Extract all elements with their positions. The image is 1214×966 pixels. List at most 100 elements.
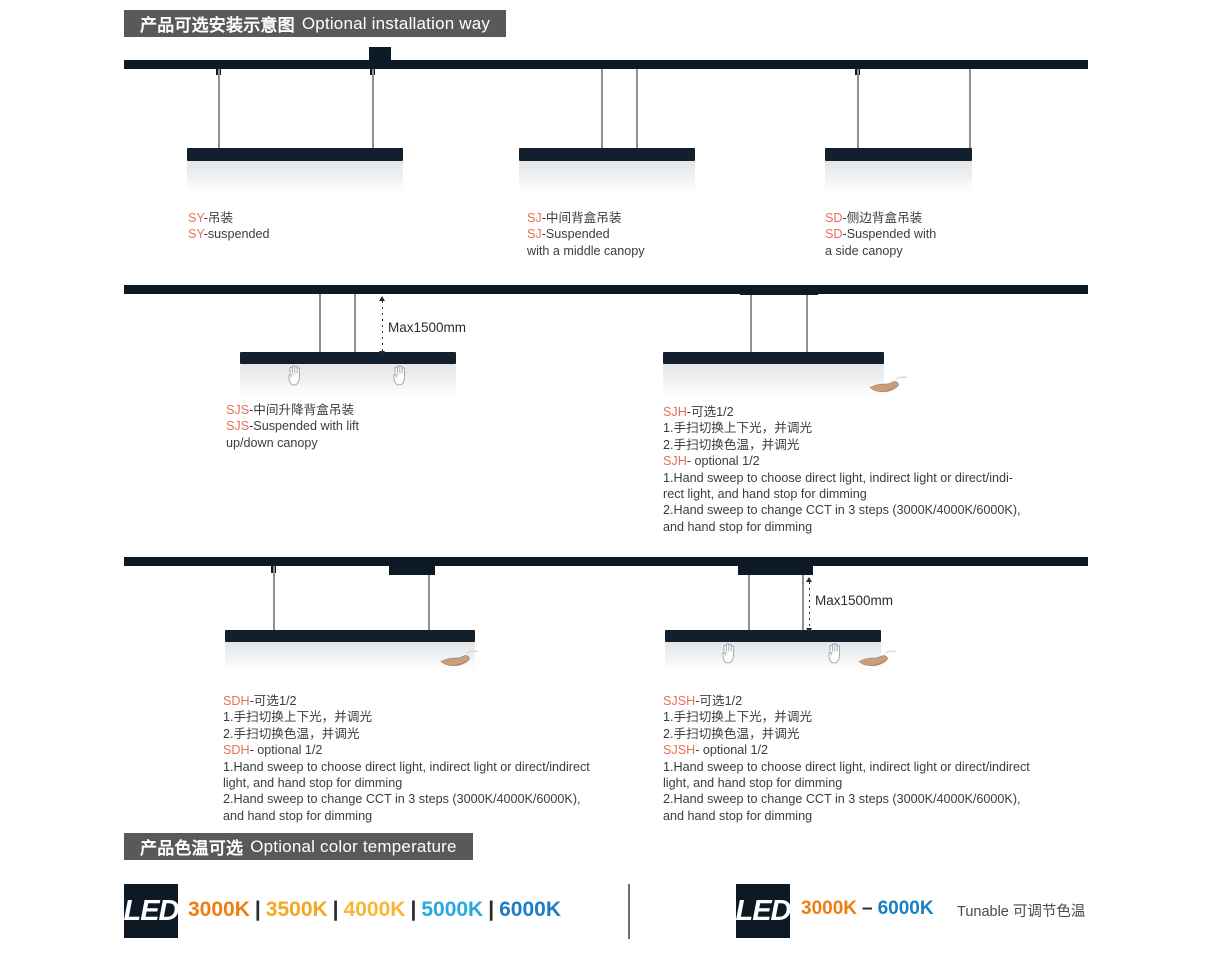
light-beam-sd <box>825 161 972 195</box>
caption-sjh-rest-0: -可选1/2 <box>686 405 734 419</box>
cable-sjsh-left <box>748 575 750 630</box>
caption-sjsh-code-0: SJSH <box>663 694 696 708</box>
light-beam-sdh <box>225 642 475 672</box>
dimension-label-sjsh: Max1500mm <box>815 593 894 608</box>
caption-sjs: SJS-中间升降背盒吊装 SJS-Suspended with lift up/… <box>226 402 359 451</box>
light-beam-sj <box>519 161 695 195</box>
dimension-arrow-down-sjs <box>379 351 385 356</box>
cable-sjh-left <box>750 295 752 352</box>
ceiling-line-row2 <box>124 285 1088 294</box>
cct-tunable-low: 3000K <box>801 898 857 919</box>
fixture-sy <box>187 148 403 161</box>
caption-sj-rest-0: -中间背盒吊装 <box>541 211 622 225</box>
cct-value-4000k: 4000K <box>343 898 406 921</box>
canopy-sdh-side <box>389 566 435 575</box>
cable-sdh-right <box>428 575 430 630</box>
caption-sy-code-1: SY <box>188 227 204 242</box>
dimension-line-sjs <box>382 301 383 351</box>
caption-sd-rest-0: -侧边背盒吊装 <box>842 211 923 225</box>
caption-sjsh-rest-5: 2.Hand sweep to change CCT in 3 steps (3… <box>663 792 1021 823</box>
caption-sdh-rest-2: 2.手扫切换色温，并调光 <box>223 726 360 741</box>
caption-sjh-code-0: SJH <box>663 405 687 419</box>
caption-sjs-rest-0: -中间升降背盒吊装 <box>249 403 355 417</box>
caption-sjh-rest-1: 1.手扫切换上下光，并调光 <box>663 421 813 436</box>
caption-sjh-rest-4: 1.Hand sweep to choose direct light, ind… <box>663 470 1014 502</box>
caption-sy: SY-吊装 SY-suspended <box>188 210 269 243</box>
caption-sjh-code-3: SJH <box>663 454 687 469</box>
caption-sjsh: SJSH-可选1/2 1.手扫切换上下光，并调光 2.手扫切换色温，并调光 SJ… <box>663 693 1033 824</box>
section-divider <box>628 884 630 939</box>
caption-sjsh-code-3: SJSH <box>663 743 696 758</box>
hand-sweep-icon-sjsh <box>858 650 897 667</box>
cct-tunable-dash: – <box>862 898 873 919</box>
caption-sj-rest-1: -Suspended <box>541 227 610 242</box>
hand-lift-icon-sjsh-left <box>722 643 735 664</box>
light-beam-sjsh <box>665 642 881 672</box>
caption-sdh-rest-1: 1.手扫切换上下光，并调光 <box>223 710 373 725</box>
caption-sdh-code-0: SDH <box>223 694 250 708</box>
fixture-sj <box>519 148 695 161</box>
dimension-label-sjs: Max1500mm <box>388 320 467 335</box>
fixture-sjsh <box>665 630 881 642</box>
cable-sy-left <box>218 69 220 148</box>
canopy-sjh-middle <box>740 285 818 295</box>
caption-sjsh-rest-0: -可选1/2 <box>695 694 743 708</box>
caption-sdh-code-3: SDH <box>223 743 250 758</box>
caption-sdh-rest-0: -可选1/2 <box>249 694 297 708</box>
cable-sj-left <box>601 69 603 148</box>
caption-sdh-rest-4: 1.Hand sweep to choose direct light, ind… <box>223 759 590 791</box>
caption-sdh-rest-3: - optional 1/2 <box>249 743 323 758</box>
cct-tunable-label: Tunable 可调节色温 <box>957 904 1086 920</box>
cct-value-3000k: 3000K <box>188 898 250 921</box>
caption-sdh-rest-5: 2.Hand sweep to change CCT in 3 steps (3… <box>223 792 581 823</box>
banner-installation: 产品可选安装示意图 Optional installation way <box>124 10 507 37</box>
caption-sj-code-0: SJ <box>527 211 542 225</box>
caption-sjh-rest-5: 2.Hand sweep to change CCT in 3 steps (3… <box>663 503 1021 534</box>
caption-sd-rest-2: a side canopy <box>825 243 903 258</box>
banner-cct-cn: 产品色温可选 <box>140 839 244 858</box>
hand-lift-icon-sjs-right <box>393 365 406 386</box>
cable-sy-right <box>372 69 374 148</box>
hand-sweep-icon-sjh <box>869 376 908 393</box>
cable-sjh-right <box>806 295 808 352</box>
caption-sjsh-rest-4: 1.Hand sweep to choose direct light, ind… <box>663 759 1030 791</box>
cable-sjsh-right <box>802 575 804 630</box>
led-badge-tunable-text: LED <box>735 894 792 927</box>
dimension-arrow-down-sjsh <box>806 628 812 633</box>
cct-separator-3: | <box>488 898 495 921</box>
fixture-sdh <box>225 630 475 642</box>
caption-sjh: SJH-可选1/2 1.手扫切换上下光，并调光 2.手扫切换色温，并调光 SJH… <box>663 404 1023 535</box>
caption-sy-rest-1: -suspended <box>203 227 270 242</box>
caption-sj-rest-2: with a middle canopy <box>527 243 645 258</box>
caption-sjs-rest-1: -Suspended with lift <box>249 419 360 434</box>
caption-sjs-code-1: SJS <box>226 419 250 434</box>
caption-sj: SJ-中间背盒吊装 SJ-Suspended with a middle can… <box>527 210 645 259</box>
canopy-sd-side <box>959 60 983 69</box>
caption-sdh: SDH-可选1/2 1.手扫切换上下光，并调光 2.手扫切换色温，并调光 SDH… <box>223 693 593 824</box>
hand-lift-icon-sjsh-right <box>828 643 841 664</box>
cct-separator-1: | <box>332 898 339 921</box>
cable-sj-right <box>636 69 638 148</box>
cable-sdh-left <box>273 566 275 630</box>
canopy-sj-middle <box>589 60 647 69</box>
ceiling-line-row3 <box>124 557 1088 566</box>
canopy-sjsh-lift <box>738 566 813 575</box>
led-badge-fixed-text: LED <box>123 894 180 927</box>
cct-separator-2: | <box>410 898 417 921</box>
caption-sjh-rest-3: - optional 1/2 <box>686 454 760 469</box>
dimension-arrow-up-sjs <box>379 296 385 301</box>
cable-sjs-right <box>354 294 356 352</box>
light-beam-sjs <box>240 364 456 398</box>
dimension-arrow-up-sjsh <box>806 577 812 582</box>
caption-sd-code-1: SD <box>825 227 843 242</box>
cct-fixed-list: 3000K | 3500K | 4000K | 5000K | 6000K <box>188 898 561 922</box>
caption-sjsh-rest-2: 2.手扫切换色温，并调光 <box>663 726 800 741</box>
cct-separator-0: | <box>254 898 261 921</box>
cct-tunable-high: 6000K <box>877 898 934 919</box>
cct-value-6000k: 6000K <box>499 898 562 921</box>
caption-sd-code-0: SD <box>825 211 843 225</box>
hand-sweep-icon-sdh <box>440 650 479 667</box>
caption-sjh-rest-2: 2.手扫切换色温，并调光 <box>663 437 800 452</box>
led-badge-tunable: LED <box>735 884 792 938</box>
caption-sd-rest-1: -Suspended with <box>842 227 937 242</box>
